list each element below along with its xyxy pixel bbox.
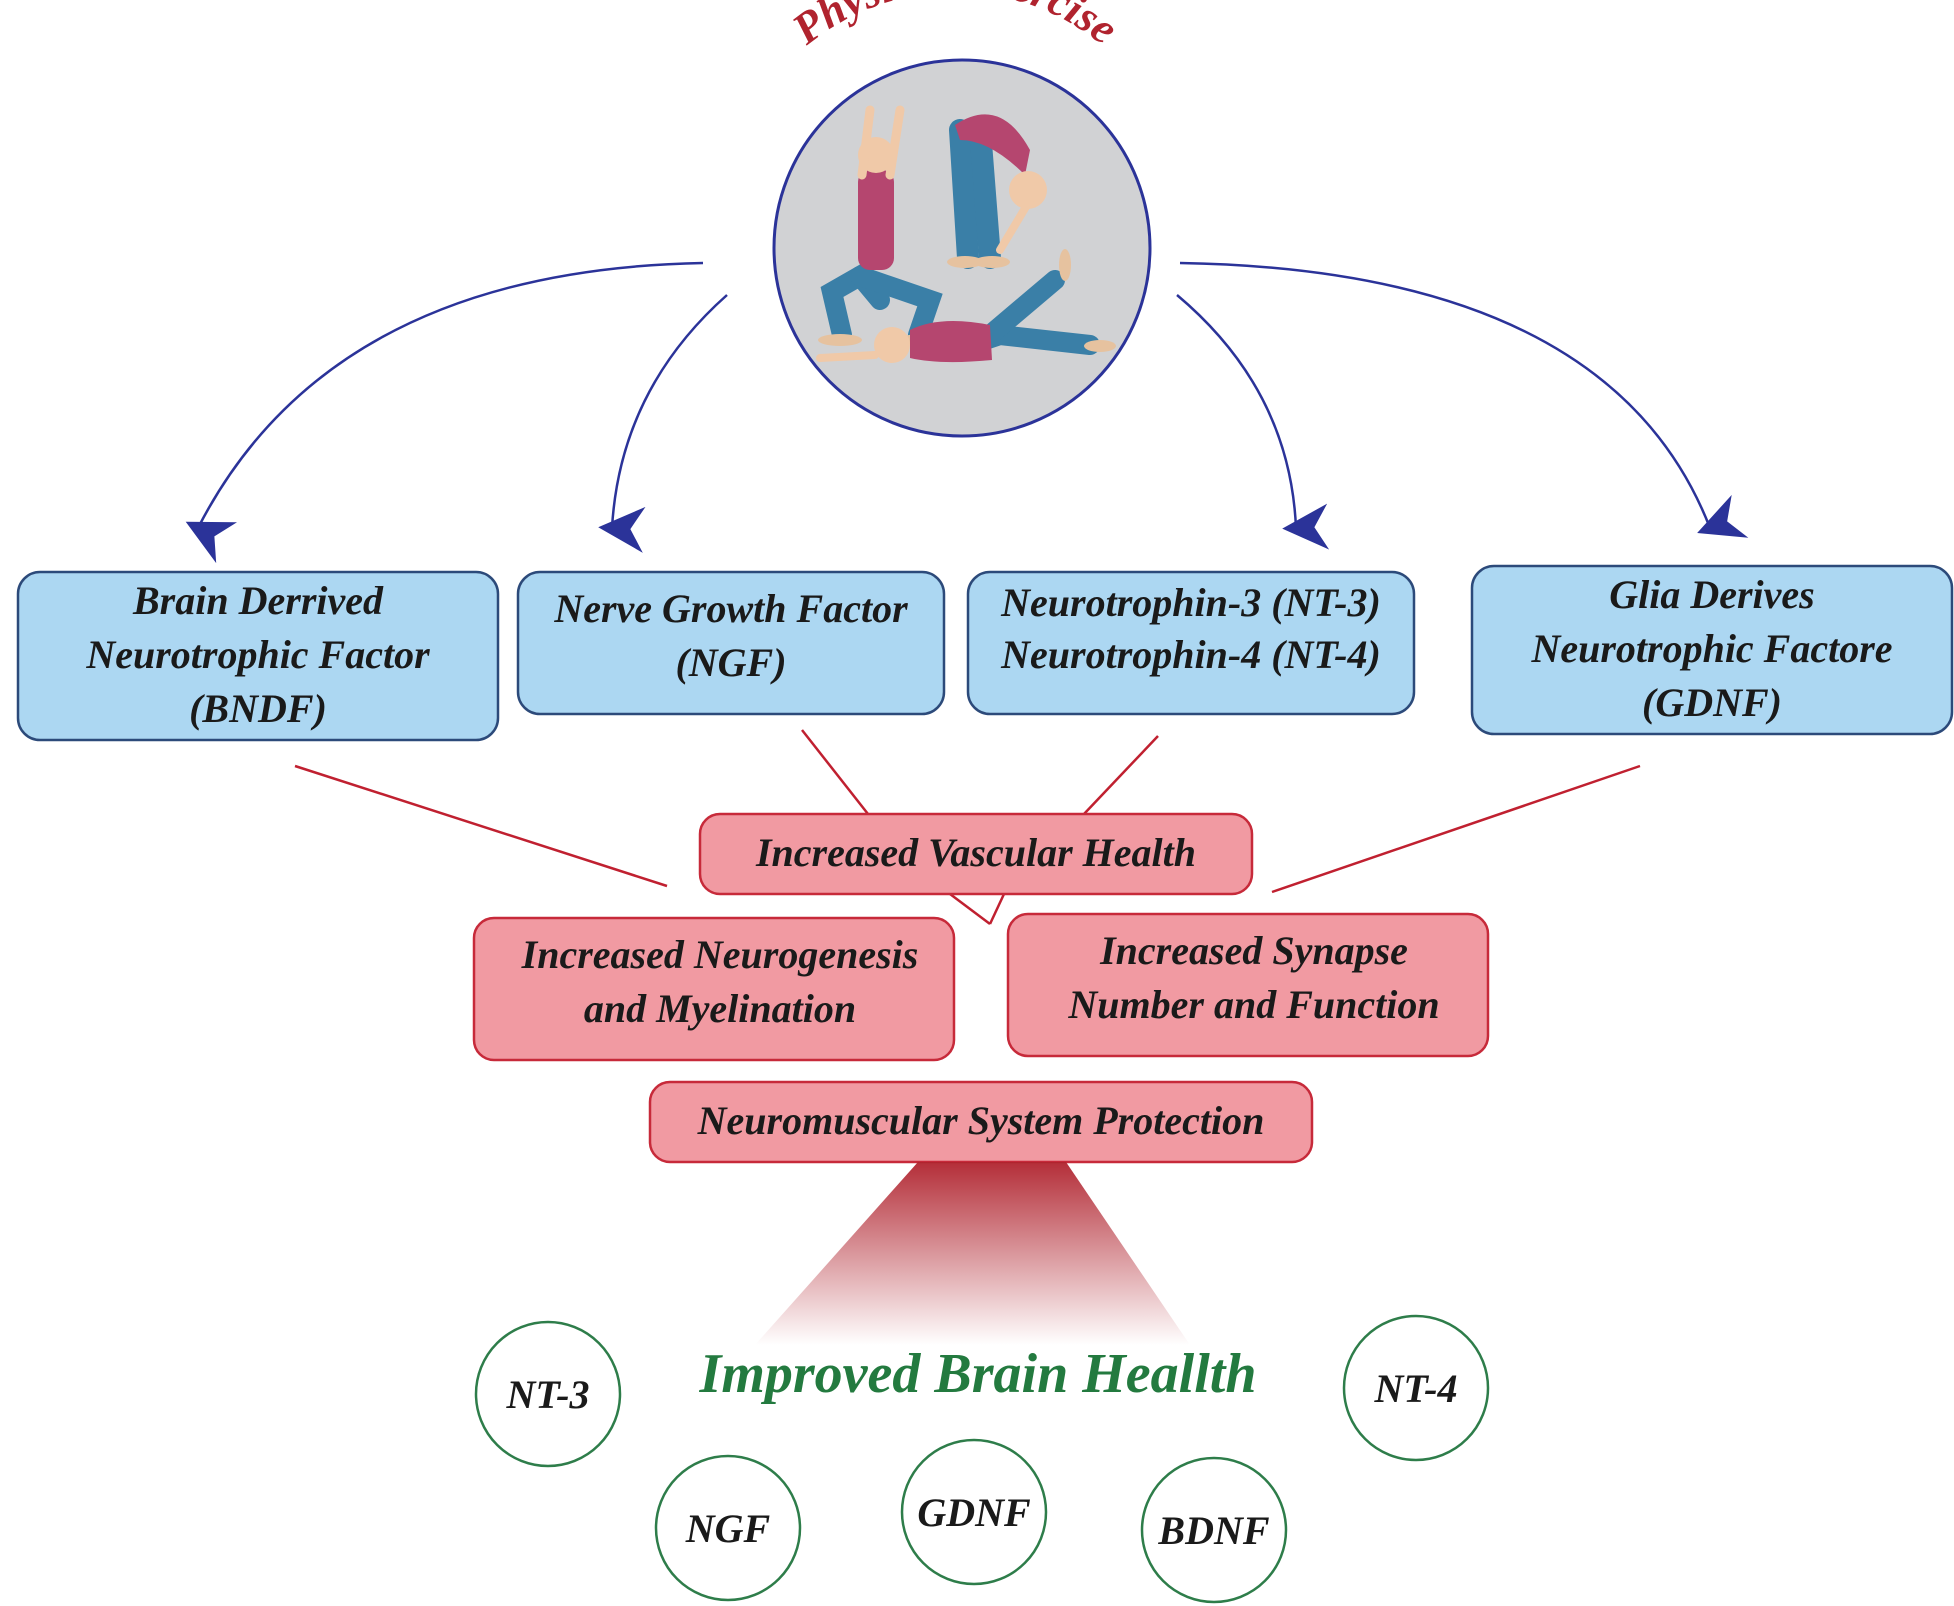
outcome-cone — [755, 1162, 1190, 1345]
factor-nt-line-2: Neurotrophin-4 (NT-4) — [1000, 632, 1381, 677]
arrow-to-ngf — [598, 294, 728, 553]
connector-nt — [1083, 735, 1159, 815]
effect-box-neuromuscular: Neuromuscular System Protection — [648, 1080, 1314, 1164]
arrow-to-nt — [1176, 294, 1330, 550]
effect-neurogenesis-line-1: Increased Neurogenesis — [521, 932, 919, 977]
effect-neuromuscular-text: Neuromuscular System Protection — [697, 1098, 1265, 1143]
outcome-title: Improved Brain Heallth — [699, 1343, 1257, 1405]
marker-nt3-label: NT-3 — [506, 1372, 590, 1417]
effect-vascular-text: Increased Vascular Health — [755, 830, 1196, 875]
effect-box-vascular: Increased Vascular Health — [698, 812, 1254, 896]
diagram-title: Physical Exercise — [783, 0, 1127, 54]
marker-bdnf: BDNF — [1140, 1456, 1288, 1604]
connector-bndf — [294, 764, 668, 888]
factor-gdnf-line-1: Glia Derives — [1609, 572, 1815, 617]
marker-nt4-label: NT-4 — [1374, 1366, 1458, 1411]
marker-nt4: NT-4 — [1342, 1314, 1490, 1462]
arrow-to-gdnf — [1179, 261, 1749, 538]
connector-gdnf — [1271, 764, 1641, 894]
marker-ngf-label: NGF — [685, 1506, 771, 1551]
factor-gdnf-line-2: Neurotrophic Factore — [1530, 626, 1892, 671]
arrow-to-bndf — [185, 261, 704, 564]
marker-gdnf: GDNF — [900, 1438, 1048, 1586]
factor-ngf-line-1: Nerve Growth Factor — [553, 586, 908, 631]
factor-box-gdnf: Glia Derives Neurotrophic Factore (GDNF) — [1470, 564, 1954, 736]
effect-synapse-line-1: Increased Synapse — [1099, 928, 1408, 973]
effect-box-synapse: Increased Synapse Number and Function — [1006, 912, 1490, 1058]
factor-bndf-line-3: (BNDF) — [189, 686, 327, 731]
exercise-illustration-icon — [772, 58, 1152, 438]
factor-box-bndf: Brain Derrived Neurotrophic Factor (BNDF… — [16, 570, 500, 742]
effect-synapse-line-2: Number and Function — [1067, 982, 1439, 1027]
factor-gdnf-line-3: (GDNF) — [1642, 680, 1782, 725]
connector-center-left — [949, 893, 991, 925]
connector-ngf — [801, 729, 869, 815]
marker-ngf: NGF — [654, 1454, 802, 1602]
factor-ngf-line-2: (NGF) — [675, 640, 786, 685]
factor-bndf-line-1: Brain Derrived — [132, 578, 384, 623]
factor-box-ngf: Nerve Growth Factor (NGF) — [516, 570, 946, 716]
effect-neurogenesis-line-2: and Myelination — [584, 986, 856, 1031]
marker-nt3: NT-3 — [474, 1320, 622, 1468]
connector-center-right — [988, 893, 1006, 925]
factor-nt-line-1: Neurotrophin-3 (NT-3) — [1000, 580, 1381, 625]
marker-gdnf-label: GDNF — [917, 1490, 1031, 1535]
factor-bndf-line-2: Neurotrophic Factor — [85, 632, 430, 677]
effect-box-neurogenesis: Increased Neurogenesis and Myelination — [472, 916, 956, 1062]
marker-bdnf-label: BDNF — [1157, 1508, 1269, 1553]
factor-box-nt: Neurotrophin-3 (NT-3) Neurotrophin-4 (NT… — [966, 570, 1416, 716]
